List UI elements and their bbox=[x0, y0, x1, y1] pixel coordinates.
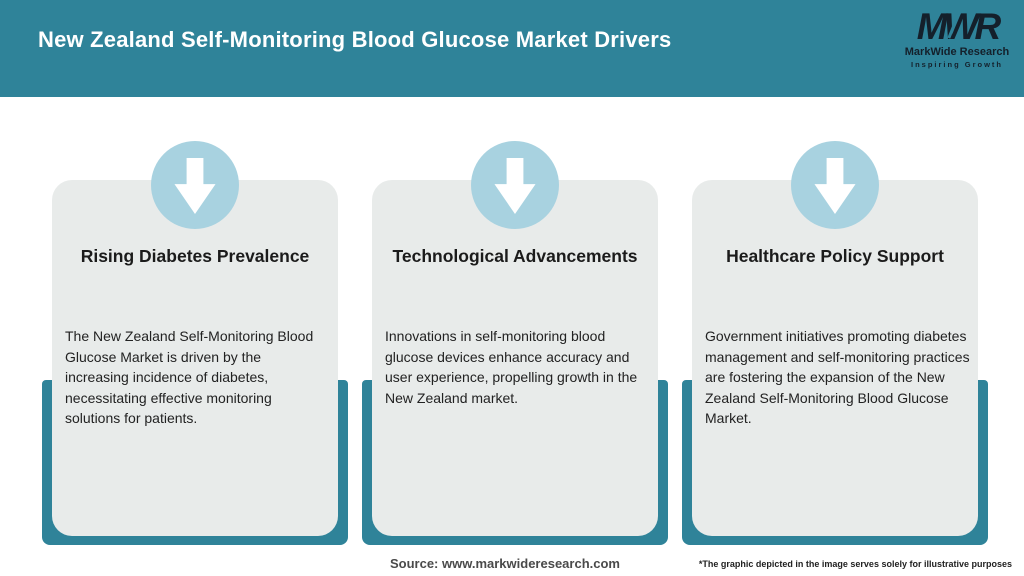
down-arrow-icon bbox=[471, 141, 559, 229]
card-body: Innovations in self-monitoring blood glu… bbox=[385, 328, 638, 406]
card-body: Government initiatives promoting diabete… bbox=[705, 328, 970, 426]
logo-company-name: MarkWide Research bbox=[904, 46, 1010, 58]
card-body: The New Zealand Self-Monitoring Blood Gl… bbox=[65, 328, 314, 426]
card-title: Healthcare Policy Support bbox=[726, 246, 944, 266]
source-attribution: Source: www.markwideresearch.com bbox=[389, 556, 620, 571]
down-arrow-icon bbox=[791, 141, 879, 229]
down-arrow-glyph bbox=[494, 158, 536, 214]
down-arrow-icon bbox=[151, 141, 239, 229]
driver-card-healthcare-policy-support: Healthcare Policy Support Government ini… bbox=[692, 180, 978, 536]
logo-monogram-wrap: MWR bbox=[916, 6, 1001, 47]
down-arrow-glyph bbox=[174, 158, 216, 214]
logo-monogram: MWR bbox=[916, 6, 1001, 47]
disclaimer-note: *The graphic depicted in the image serve… bbox=[698, 559, 1012, 569]
header-banner: New Zealand Self-Monitoring Blood Glucos… bbox=[0, 0, 1024, 97]
card-title: Technological Advancements bbox=[392, 246, 638, 266]
driver-card-rising-diabetes: Rising Diabetes Prevalence The New Zeala… bbox=[52, 180, 338, 536]
down-arrow-glyph bbox=[814, 158, 856, 214]
card-title: Rising Diabetes Prevalence bbox=[80, 246, 310, 266]
brand-logo: MWR MarkWide Research Inspiring Growth bbox=[902, 6, 1012, 69]
driver-card-technological-advancements: Technological Advancements Innovations i… bbox=[372, 180, 658, 536]
page-title: New Zealand Self-Monitoring Blood Glucos… bbox=[38, 27, 672, 52]
logo-tagline: Inspiring Growth bbox=[911, 60, 1003, 69]
